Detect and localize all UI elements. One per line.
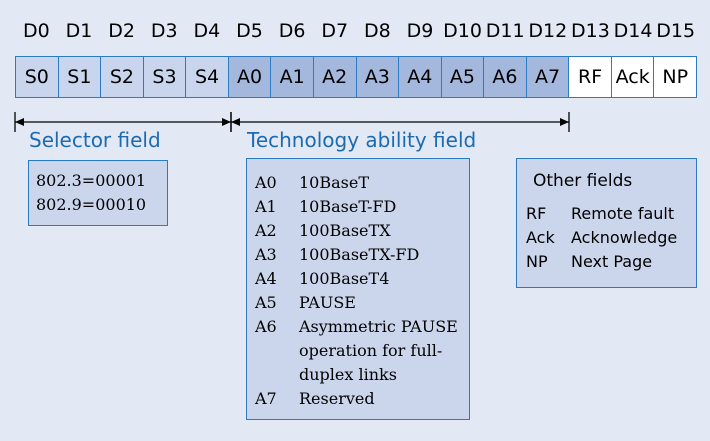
other-field-code: Ack	[526, 228, 555, 247]
other-field-item: Ack Acknowledge	[526, 226, 696, 250]
register-cell: A1	[271, 57, 314, 97]
technology-item-code: A1	[255, 197, 277, 216]
other-field-item: RF Remote fault	[526, 202, 696, 226]
register-cell: S2	[101, 57, 144, 97]
technology-item-name: 10BaseT	[299, 173, 370, 192]
register-cell: RF	[569, 57, 612, 97]
technology-item: A3 100BaseTX-FD	[255, 243, 469, 267]
register-cell: S3	[143, 57, 187, 97]
register-cell: S1	[58, 57, 102, 97]
technology-item: A1 10BaseT-FD	[255, 195, 469, 219]
technology-item: A5 PAUSE	[255, 291, 469, 315]
technology-item-code: A2	[255, 221, 277, 240]
technology-item-code: A6	[255, 317, 277, 336]
other-field-name: Acknowledge	[571, 228, 678, 247]
register-cell: A7	[526, 57, 570, 97]
register-cell: Ack	[611, 57, 655, 97]
register-cell: A5	[441, 57, 485, 97]
technology-box: A0 10BaseT A1 10BaseT-FD A2 100BaseTX A3 100Bas…	[246, 158, 470, 420]
bit-label: D13	[571, 20, 610, 42]
other-field-name: Next Page	[571, 252, 653, 271]
technology-item-code: A3	[255, 245, 277, 264]
register-cell: A2	[313, 57, 357, 97]
technology-item-code: A7	[255, 389, 277, 408]
technology-span-arrow	[230, 112, 570, 132]
other-fields-title: Other fields	[533, 171, 633, 191]
selector-box: 802.3=00001 802.9=00010	[28, 160, 168, 226]
technology-item-name: 10BaseT-FD	[299, 197, 397, 216]
other-field-item: NP Next Page	[526, 250, 696, 274]
technology-item-code: A0	[255, 173, 277, 192]
register-cell: NP	[654, 57, 696, 97]
bit-label: D12	[528, 20, 568, 42]
register-cell: A4	[399, 57, 442, 97]
technology-item: A4 100BaseT4	[255, 267, 469, 291]
technology-item-code: A5	[255, 293, 277, 312]
technology-item: A2 100BaseTX	[255, 219, 469, 243]
bit-label: D7	[321, 20, 349, 42]
bit-label: D0	[22, 20, 50, 42]
technology-item: A0 10BaseT	[255, 171, 469, 195]
technology-item-name: 100BaseTX	[299, 221, 391, 240]
technology-field-title: Technology ability field	[247, 128, 477, 152]
register-cell: A3	[356, 57, 400, 97]
selector-field-title: Selector field	[29, 128, 161, 152]
bit-label: D11	[485, 20, 525, 42]
bit-label: D10	[443, 20, 482, 42]
technology-item-name: 100BaseTX-FD	[299, 245, 420, 264]
selector-line: 802.9=00010	[36, 195, 147, 214]
register-cell: S0	[16, 57, 59, 97]
bit-label: D6	[278, 20, 306, 42]
technology-item-name: 100BaseT4	[299, 269, 390, 288]
bit-label: D1	[65, 20, 93, 42]
other-field-code: NP	[526, 252, 548, 271]
bit-label: D9	[406, 20, 434, 42]
technology-item-name: Reserved	[299, 389, 375, 408]
technology-item: A6 Asymmetric PAUSE operation for full-du…	[255, 315, 469, 387]
bit-label: D3	[150, 20, 178, 42]
bit-label: D5	[236, 20, 263, 42]
other-field-name: Remote fault	[571, 204, 675, 223]
bit-label: D2	[108, 20, 135, 42]
bit-label: D15	[656, 20, 696, 42]
bit-label: D8	[363, 20, 391, 42]
bit-label: D14	[613, 20, 653, 42]
register-cell: A0	[228, 57, 272, 97]
selector-line: 802.3=00001	[36, 171, 147, 190]
register-cell: A6	[484, 57, 527, 97]
bit-label: D4	[193, 20, 221, 42]
technology-item-name: PAUSE	[299, 293, 356, 312]
technology-item-code: A4	[255, 269, 277, 288]
register-cell: S4	[186, 57, 229, 97]
technology-item: A7 Reserved	[255, 387, 469, 411]
other-field-code: RF	[526, 204, 547, 223]
technology-item-name: Asymmetric PAUSE operation for full-dupl…	[299, 317, 458, 384]
